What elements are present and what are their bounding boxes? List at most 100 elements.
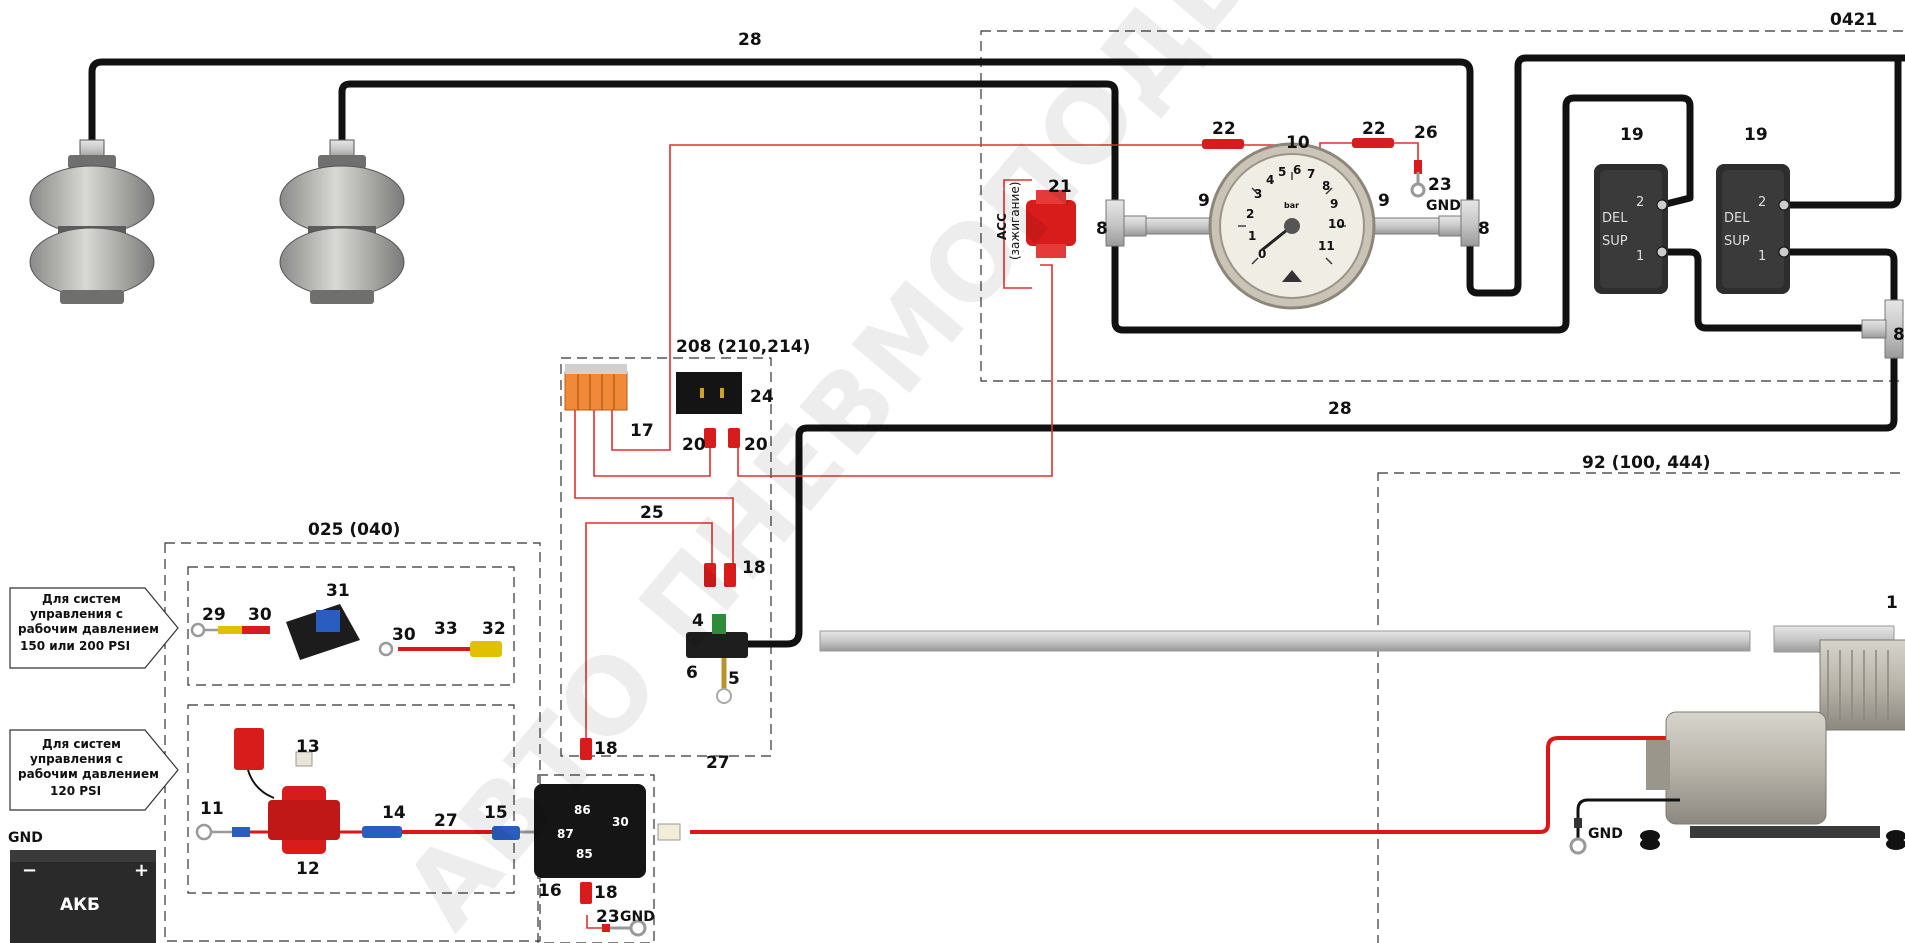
- part-19b: 19: [1744, 125, 1768, 145]
- gauge-tick-3: 3: [1254, 187, 1262, 201]
- hose-right-tee-loop: [1466, 54, 1905, 297]
- valve-1-sup-label: SUP: [1602, 234, 1628, 249]
- gauge-unit: bar: [1284, 201, 1299, 210]
- connector-26: [1414, 160, 1422, 174]
- valve-2-sup-label: SUP: [1724, 234, 1750, 249]
- wire-17-loop: [593, 405, 711, 477]
- connector-22a: [1202, 139, 1244, 149]
- gauge-tick-7: 7: [1307, 167, 1315, 181]
- spade-connectors-20: [704, 428, 740, 448]
- callout-high-line1: Для систем: [42, 592, 121, 606]
- part-8c: 8: [1893, 325, 1905, 345]
- part-11: 11: [200, 799, 224, 819]
- part-15: 15: [484, 803, 508, 823]
- battery-plus: +: [134, 860, 149, 881]
- solenoid-valve-1: 2 DEL SUP 1: [1594, 164, 1668, 294]
- battery-minus: −: [22, 860, 37, 881]
- relay-pin-87: 87: [557, 827, 574, 841]
- hose-bag2-to-left-tee: [338, 80, 1119, 209]
- group-label-208: 208 (210,214): [676, 337, 810, 357]
- wire-acc-bracket: [1003, 179, 1032, 289]
- hose-label-top: 28: [738, 30, 762, 50]
- part-22b: 22: [1362, 119, 1386, 139]
- pressure-gauge: 0 1 2 3 4 5 6 7 8 9 10 11 bar: [1129, 142, 1441, 310]
- group-box-92: [1377, 472, 1905, 943]
- air-spring-right: [279, 139, 405, 304]
- part-31: 31: [326, 581, 350, 601]
- part-33: 33: [434, 619, 458, 639]
- part-25: 25: [640, 503, 664, 523]
- gauge-tick-6: 6: [1293, 163, 1301, 177]
- part-30b: 30: [392, 625, 416, 645]
- part-24: 24: [750, 387, 774, 407]
- part-32: 32: [482, 619, 506, 639]
- compressor-gnd-wire: [1569, 798, 1680, 855]
- valve-2-del-label: DEL: [1724, 211, 1750, 226]
- part-23b: 23: [596, 907, 620, 927]
- gauge-tick-2: 2: [1246, 207, 1254, 221]
- wire-relay-gnd: [586, 915, 605, 929]
- gnd-label-gauge: GND: [1426, 198, 1461, 214]
- gauge-tick-4: 4: [1266, 173, 1274, 187]
- air-spring-left: [29, 139, 155, 304]
- inline-fuse-assembly-lower: [195, 728, 534, 854]
- compressor: [1640, 625, 1905, 850]
- gauge-tick-9: 9: [1330, 197, 1338, 211]
- part-8b: 8: [1478, 219, 1490, 239]
- tee-fitting-left: [1105, 199, 1147, 247]
- group-box-208: [560, 357, 772, 757]
- part-12: 12: [296, 859, 320, 879]
- group-box-025-upper: [187, 566, 515, 686]
- valve-1-sup-number: 1: [1636, 249, 1644, 264]
- watermark: АВТО ПНЕВМОПОДВЕСКА: [381, 0, 1484, 943]
- hose-label-middle: 28: [1328, 399, 1352, 419]
- tee-fitting-right: [1438, 199, 1480, 247]
- hose-bag1-to-right-tee: [88, 58, 1474, 209]
- callout-high-pressure: Для систем управления с рабочим давление…: [9, 587, 179, 669]
- part-8a: 8: [1096, 219, 1108, 239]
- heat-shrink-connectors: [1202, 138, 1422, 174]
- gauge-tick-8: 8: [1322, 179, 1330, 193]
- gauge-tick-5: 5: [1278, 165, 1286, 179]
- part-20a: 20: [682, 435, 706, 455]
- gnd-label-relay: GND: [620, 909, 655, 925]
- inline-fuse-assembly-upper: [190, 604, 502, 660]
- pressure-switch: [686, 614, 1751, 704]
- wire-25: [585, 522, 713, 740]
- callout-low-line1: Для систем: [42, 737, 121, 751]
- relay-pin-85: 85: [576, 847, 593, 861]
- part-30a: 30: [248, 605, 272, 625]
- part-13: 13: [296, 737, 320, 757]
- callout-low-line4: 120 PSI: [50, 784, 101, 798]
- ring-terminal-gauge: [1410, 172, 1426, 198]
- acc-fuse-holder: [1026, 190, 1076, 258]
- part-numbers: 1 4 5 6 8 8 8 9 9 10 11 12 13 14 15 16 1…: [200, 119, 1905, 927]
- relay-pin-86: 86: [574, 803, 591, 817]
- battery-label: АКБ: [60, 895, 100, 915]
- gauge-tick-10: 10: [1328, 217, 1345, 231]
- group-box-025: [164, 542, 541, 942]
- part-1: 1: [1886, 593, 1898, 613]
- part-20b: 20: [744, 435, 768, 455]
- part-9b: 9: [1378, 191, 1390, 211]
- part-6: 6: [686, 663, 698, 683]
- gauge-tick-0: 0: [1258, 247, 1266, 261]
- acc-label: ACC (зажигание): [995, 182, 1022, 260]
- hose-left-tee-down: [1111, 94, 1694, 334]
- relay: 86 87 30 85: [534, 738, 681, 937]
- acc-label-line2: (зажигание): [1008, 182, 1022, 260]
- group-label-92: 92 (100, 444): [1582, 453, 1710, 473]
- wire-relay-to-compressor: [690, 736, 1680, 834]
- part-18c: 18: [594, 883, 618, 903]
- part-19a: 19: [1620, 125, 1644, 145]
- battery: − + АКБ: [10, 850, 156, 943]
- connector-22b: [1352, 138, 1394, 148]
- part-18a: 18: [742, 558, 766, 578]
- wire-acc-to-fuse: [737, 264, 1053, 477]
- part-23a: 23: [1428, 175, 1452, 195]
- gnd-label-compressor: GND: [1588, 826, 1623, 842]
- tee-fitting-bottom: [1861, 299, 1904, 359]
- part-26: 26: [1414, 123, 1438, 143]
- hose-valve2-sup: [1780, 248, 1898, 314]
- part-5: 5: [728, 669, 740, 689]
